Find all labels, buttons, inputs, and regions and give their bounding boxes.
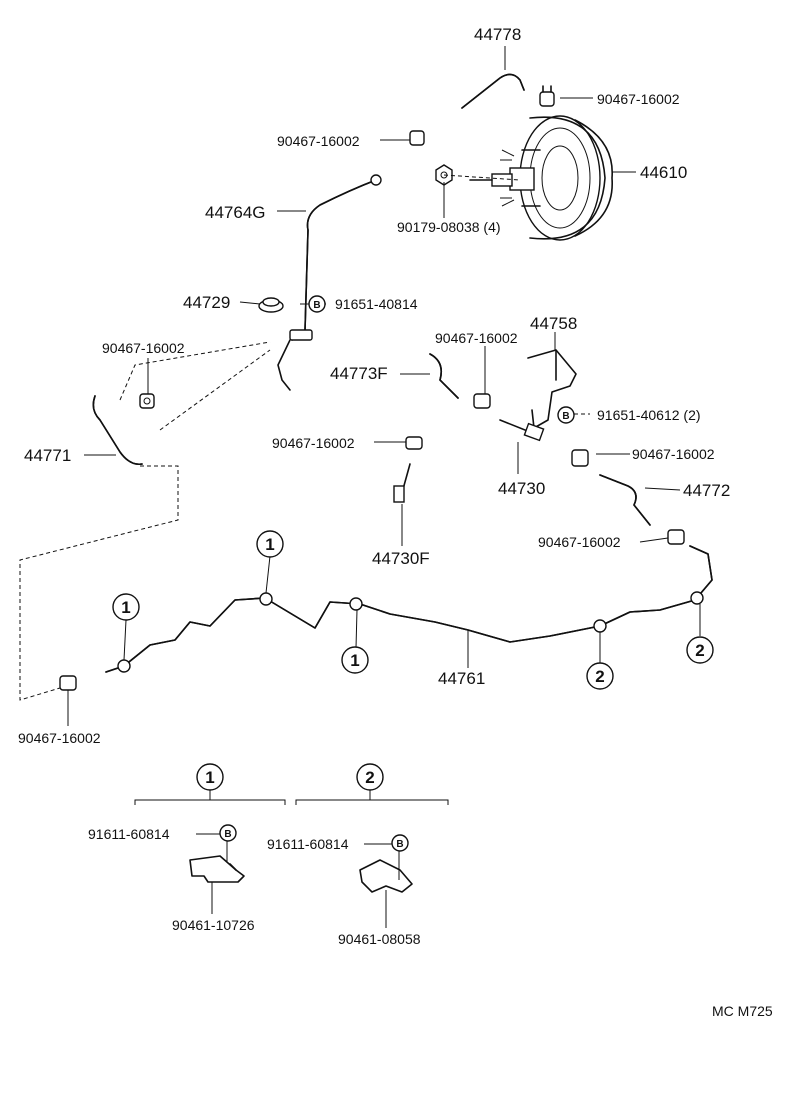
routing-dashed-lines [19, 341, 271, 701]
svg-text:B: B [224, 829, 231, 840]
svg-text:2: 2 [595, 667, 604, 686]
svg-text:B: B [396, 839, 403, 850]
label-group1-bolt: 91611-60814 [88, 826, 170, 842]
label-44730: 44730 [498, 479, 545, 498]
label-group1-clamp: 90461-10726 [172, 917, 255, 933]
svg-text:1: 1 [205, 768, 214, 787]
label-group2-bolt: 91611-60814 [267, 836, 349, 852]
svg-text:1: 1 [265, 535, 274, 554]
label-44773f: 44773F [330, 364, 388, 383]
label-44758: 44758 [530, 314, 577, 333]
group2-header-marker: 2 [356, 763, 384, 791]
hose-44764g [277, 174, 382, 391]
label-44610: 44610 [640, 163, 687, 182]
svg-text:B: B [313, 300, 320, 311]
label-44729: 44729 [183, 293, 230, 312]
label-44778: 44778 [474, 25, 521, 44]
clip-mid [473, 393, 491, 409]
label-clip-top-right: 90467-16002 [597, 91, 680, 107]
svg-text:B: B [562, 411, 569, 422]
b-marker-group2: B [391, 834, 409, 852]
clip-bottom-left [59, 675, 77, 691]
svg-text:2: 2 [365, 768, 374, 787]
label-bolt-top: 91651-40814 [335, 296, 418, 312]
group1-header-marker: 1 [196, 763, 224, 791]
svg-text:1: 1 [121, 598, 130, 617]
label-44730f: 44730F [372, 549, 430, 568]
label-clip-bottom-left: 90467-16002 [18, 730, 101, 746]
label-44771: 44771 [24, 446, 71, 465]
group2-clamp [359, 859, 413, 893]
marker-2-a: 2 [586, 662, 614, 690]
fitting-44730 [499, 419, 545, 442]
hose-44771 [92, 395, 143, 466]
marker-2-b: 2 [686, 636, 714, 664]
marker-1-c: 1 [341, 646, 369, 674]
label-clip-right: 90467-16002 [632, 446, 715, 462]
b-marker-bracket: B [557, 406, 575, 424]
label-bolt-bracket: 91651-40612 (2) [597, 407, 701, 423]
label-44764g: 44764G [205, 203, 266, 222]
clip-top-right [539, 85, 555, 107]
clip-top-left [409, 130, 425, 146]
marker-1-a: 1 [112, 593, 140, 621]
label-clip-mid: 90467-16002 [435, 330, 518, 346]
hose-44778 [461, 73, 525, 109]
svg-text:1: 1 [350, 651, 359, 670]
label-clip-left: 90467-16002 [102, 340, 185, 356]
grommet-44729 [258, 297, 284, 313]
b-marker-group1: B [219, 824, 237, 842]
clip-center [405, 436, 423, 450]
label-clip-lower-right: 90467-16002 [538, 534, 621, 550]
group1-clamp [189, 855, 245, 883]
group2-bracket-line [295, 799, 449, 805]
clip-lower-right [667, 529, 685, 545]
svg-text:2: 2 [695, 641, 704, 660]
label-clip-center: 90467-16002 [272, 435, 355, 451]
marker-1-b: 1 [256, 530, 284, 558]
label-nut: 90179-08038 (4) [397, 219, 501, 235]
hose-44772 [599, 474, 651, 526]
label-clip-top-left: 90467-16002 [277, 133, 360, 149]
label-group2-clamp: 90461-08058 [338, 931, 421, 947]
fitting-44730f [393, 463, 411, 503]
hose-44773f [429, 353, 459, 399]
brake-booster [469, 115, 613, 241]
label-44772: 44772 [683, 481, 730, 500]
b-marker-top: B [308, 295, 326, 313]
label-44761: 44761 [438, 669, 485, 688]
leader-lines [67, 46, 701, 928]
clip-right [571, 449, 589, 467]
clip-left [139, 393, 155, 409]
group1-bracket-line [134, 799, 286, 805]
footer-code: MC M725 [712, 1003, 773, 1019]
